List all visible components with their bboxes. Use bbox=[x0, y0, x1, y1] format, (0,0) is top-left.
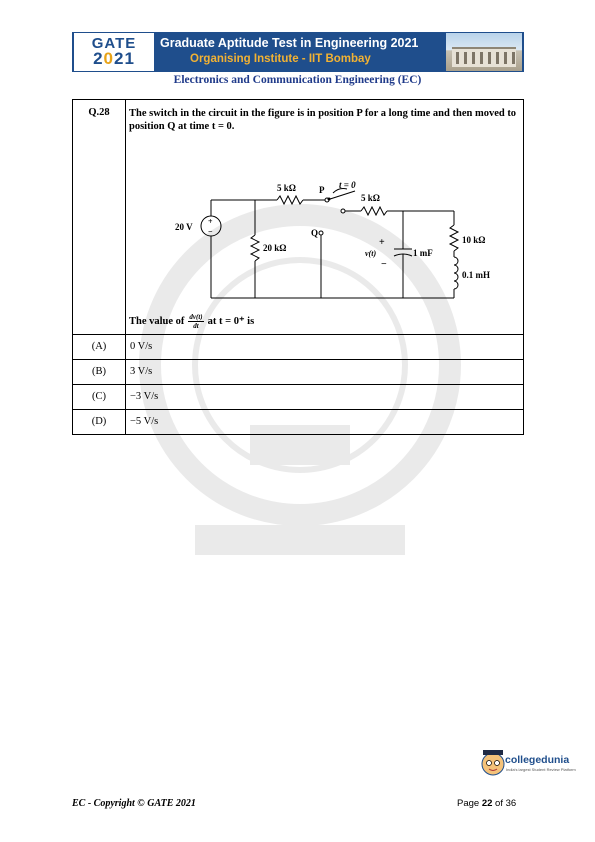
option-value: 3 V/s bbox=[125, 359, 524, 385]
q-label: Q bbox=[311, 228, 318, 238]
footer-page-number: Page 22 of 36 bbox=[457, 798, 517, 809]
option-label: (C) bbox=[72, 384, 126, 410]
gate-2021-logo: GATE 2021 bbox=[74, 33, 154, 71]
option-row-d[interactable]: (D) −5 V/s bbox=[72, 409, 524, 435]
option-value: −3 V/s bbox=[125, 384, 524, 410]
collegedunia-mascot-icon bbox=[481, 750, 505, 776]
option-label: (A) bbox=[72, 334, 126, 360]
terminal-right bbox=[340, 208, 346, 214]
option-label: (B) bbox=[72, 359, 126, 385]
source-label: 20 V bbox=[175, 222, 193, 232]
r2-label: 5 kΩ bbox=[361, 193, 380, 203]
question-cell: The switch in the circuit in the figure … bbox=[125, 99, 524, 335]
cap-minus: − bbox=[381, 259, 387, 270]
subject-title: Electronics and Communication Engineerin… bbox=[173, 74, 422, 86]
question-text: The switch in the circuit in the figure … bbox=[129, 108, 517, 132]
option-value: 0 V/s bbox=[125, 334, 524, 360]
value-prefix: The value of bbox=[129, 316, 185, 327]
r3-label: 20 kΩ bbox=[263, 243, 286, 253]
logo-line1: GATE bbox=[91, 35, 137, 52]
value-suffix: at t = 0⁺ is bbox=[207, 316, 255, 327]
cap-plus: + bbox=[379, 237, 385, 248]
source-plus: + bbox=[208, 217, 213, 226]
question-table: Q.28 The switch in the circuit in the fi… bbox=[72, 99, 524, 435]
iit-building-image bbox=[446, 33, 522, 71]
collegedunia-tagline: India's largest Student Review Platform bbox=[506, 767, 576, 772]
source-minus: − bbox=[208, 227, 213, 236]
ind-label: 0.1 mH bbox=[462, 270, 490, 280]
option-row-c[interactable]: (C) −3 V/s bbox=[72, 384, 524, 410]
terminal-p bbox=[327, 197, 331, 201]
terminal-q bbox=[318, 230, 324, 236]
circuit-figure: 5 kΩ P t = 0 Q 5 kΩ 20 V + − 20 kΩ + − v… bbox=[129, 133, 519, 311]
header-subtitle: Organising Institute - IIT Bombay bbox=[190, 53, 371, 65]
question-number: Q.28 bbox=[88, 107, 110, 118]
v-label: v(t) bbox=[365, 249, 376, 258]
r4-label: 10 kΩ bbox=[462, 235, 485, 245]
header-title: Graduate Aptitude Test in Engineering 20… bbox=[160, 36, 419, 50]
p-label: P bbox=[319, 185, 325, 195]
option-label: (D) bbox=[72, 409, 126, 435]
question-number-cell: Q.28 bbox=[72, 99, 126, 335]
option-value: −5 V/s bbox=[125, 409, 524, 435]
option-row-a[interactable]: (A) 0 V/s bbox=[72, 334, 524, 360]
derivative-fraction: dv(t) dt bbox=[188, 313, 204, 330]
value-question-line: The value of dv(t) dt at t = 0⁺ is bbox=[129, 313, 519, 330]
switch-time-label: t = 0 bbox=[339, 180, 356, 190]
cap-label: 1 mF bbox=[413, 248, 433, 258]
option-row-b[interactable]: (B) 3 V/s bbox=[72, 359, 524, 385]
circuit-diagram: 5 kΩ P t = 0 Q 5 kΩ 20 V + − 20 kΩ + − v… bbox=[175, 180, 490, 299]
r1-label: 5 kΩ bbox=[277, 183, 296, 193]
logo-line2: 2021 bbox=[93, 49, 135, 68]
question-row: Q.28 The switch in the circuit in the fi… bbox=[72, 99, 524, 335]
collegedunia-brand: collegedunia bbox=[505, 754, 570, 766]
footer-copyright: EC - Copyright © GATE 2021 bbox=[72, 798, 196, 809]
